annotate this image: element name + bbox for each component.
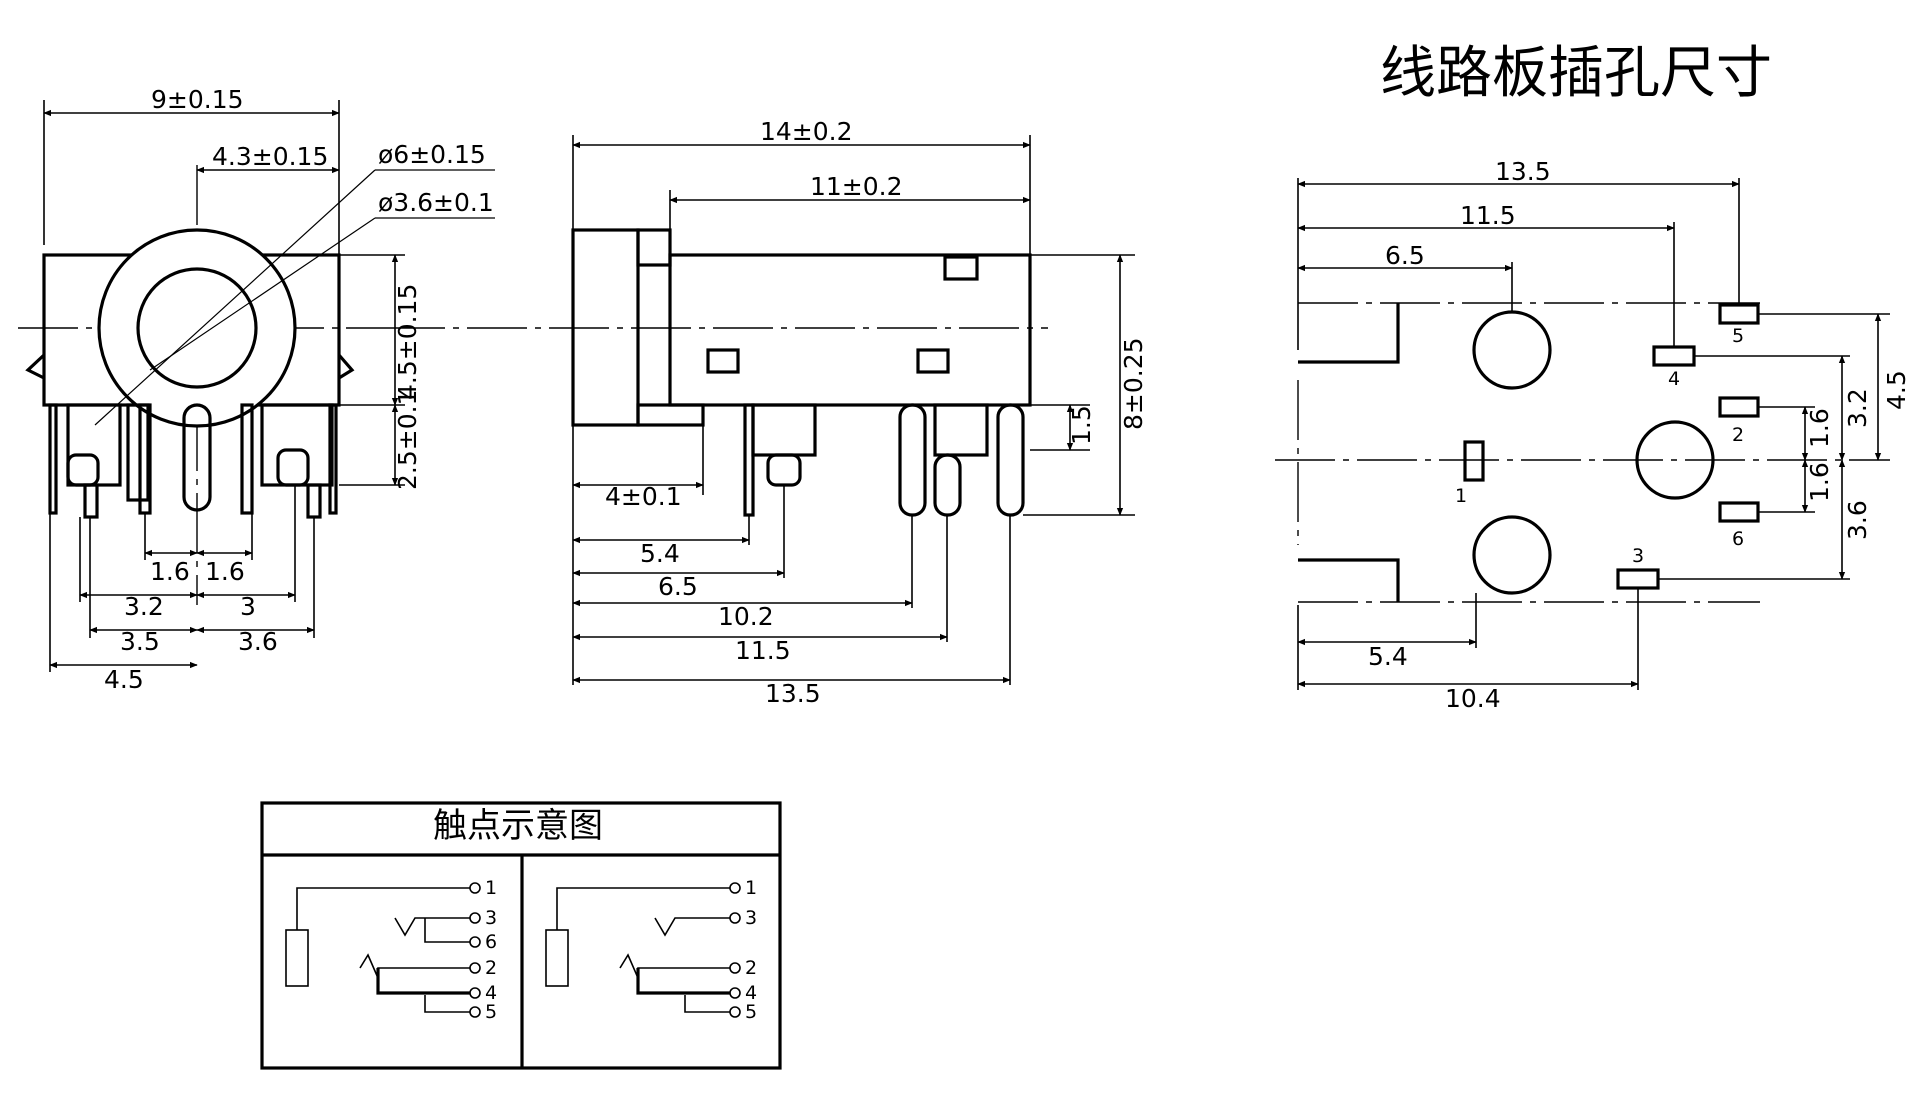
contact-schematic-left: 1 3 6 2 4 5 <box>285 877 497 1023</box>
pcb-pin-3: 3 <box>1632 545 1644 567</box>
pcb-dim-65: 6.5 <box>1385 241 1425 270</box>
contact-left-pin-3: 3 <box>485 907 497 929</box>
dim-side-115: 11.5 <box>735 636 791 665</box>
dim-front-height: 4.5±0.15 <box>393 284 422 400</box>
contact-left-pin-6: 6 <box>485 931 497 953</box>
dim-side-body: 11±0.2 <box>810 172 903 201</box>
dim-front-35: 3.5 <box>120 627 160 656</box>
contact-schematic-right: 1 3 2 4 5 <box>545 877 757 1023</box>
dim-outer-diameter: ø6±0.15 <box>378 140 486 169</box>
dim-front-45: 4.5 <box>104 665 144 694</box>
pcb-dim-16-lower: 1.6 <box>1805 462 1834 502</box>
contact-left-pin-5: 5 <box>485 1001 497 1023</box>
pcb-dim-45: 4.5 <box>1882 370 1911 410</box>
contact-right-pin-1: 1 <box>745 877 757 899</box>
pcb-dim-115: 11.5 <box>1460 201 1516 230</box>
pcb-pin-2: 2 <box>1732 424 1744 446</box>
dim-side-4: 4±0.1 <box>605 482 682 511</box>
dim-front-pin-height: 2.5±0.1 <box>393 390 422 490</box>
pcb-pin-1: 1 <box>1455 485 1467 507</box>
pcb-dim-36: 3.6 <box>1843 500 1872 540</box>
contact-left-pin-1: 1 <box>485 877 497 899</box>
pcb-pin-6: 6 <box>1732 528 1744 550</box>
pcb-layout: 线路板插孔尺寸 5 4 2 1 6 3 13.5 11.5 <box>1275 41 1911 713</box>
dim-inner-diameter: ø3.6±0.1 <box>378 188 494 217</box>
dim-front-36: 3.6 <box>238 627 278 656</box>
dim-side-height: 8±0.25 <box>1119 337 1148 430</box>
contact-diagram-title: 触点示意图 <box>433 806 603 846</box>
dim-front-center-offset: 4.3±0.15 <box>212 142 328 171</box>
contact-left-pin-2: 2 <box>485 957 497 979</box>
pcb-dim-16-upper: 1.6 <box>1805 408 1834 448</box>
contact-left-pin-4: 4 <box>485 982 497 1004</box>
pcb-pin-4: 4 <box>1668 368 1680 390</box>
side-view: 14±0.2 11±0.2 8±0.25 1.5 4±0.1 5.4 6.5 1… <box>385 117 1148 708</box>
pcb-dim-54: 5.4 <box>1368 642 1408 671</box>
contact-right-pin-3: 3 <box>745 907 757 929</box>
contact-right-pin-2: 2 <box>745 957 757 979</box>
pcb-dim-104: 10.4 <box>1445 684 1501 713</box>
contact-diagram: 触点示意图 1 3 6 2 4 5 <box>260 801 782 1070</box>
contact-right-pin-4: 4 <box>745 982 757 1004</box>
dim-front-pitch-right: 1.6 <box>205 557 245 586</box>
pcb-title: 线路板插孔尺寸 <box>1380 41 1772 106</box>
pcb-pin-5: 5 <box>1732 325 1744 347</box>
dim-side-15: 1.5 <box>1067 405 1096 445</box>
dim-front-3: 3 <box>240 592 256 621</box>
pcb-dim-135: 13.5 <box>1495 157 1551 186</box>
pcb-dim-32: 3.2 <box>1843 388 1872 428</box>
dim-front-pitch-left: 1.6 <box>150 557 190 586</box>
dim-side-65: 6.5 <box>658 572 698 601</box>
dim-side-length: 14±0.2 <box>760 117 853 146</box>
front-view: 9±0.15 4.3±0.15 ø6±0.15 ø3.6±0.1 4.5±0.1… <box>18 85 495 694</box>
contact-right-pin-5: 5 <box>745 1001 757 1023</box>
dim-side-54: 5.4 <box>640 539 680 568</box>
dim-side-102: 10.2 <box>718 602 774 631</box>
dim-front-width: 9±0.15 <box>151 85 244 114</box>
dim-side-135: 13.5 <box>765 679 821 708</box>
dim-front-32: 3.2 <box>124 592 164 621</box>
